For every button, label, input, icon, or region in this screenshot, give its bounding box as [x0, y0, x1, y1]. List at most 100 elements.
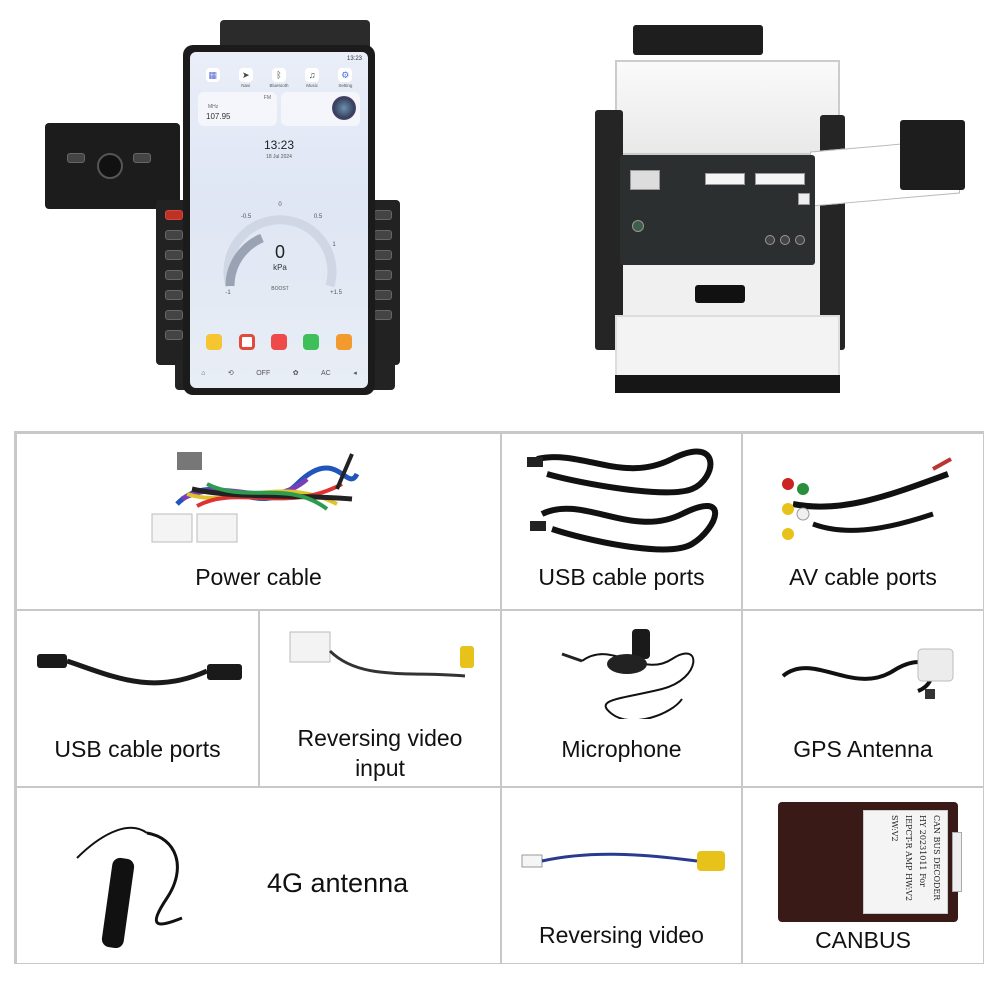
cell-gps-antenna: GPS Antenna: [742, 610, 984, 787]
side-button: [374, 310, 392, 320]
accessory-grid: Power cable USB cable ports AV cable por…: [14, 431, 984, 964]
app-bluetooth[interactable]: ᛒ Bluetooth: [266, 68, 292, 88]
boost-gauge: 0 -0.5 0.5 1 -1 +1.5 0 kPa BOOST: [223, 202, 343, 296]
4g-antenna-image: [76, 826, 183, 948]
files-icon[interactable]: [206, 334, 223, 350]
usb-cable-image: [527, 448, 719, 553]
reversing-video-image: [521, 851, 725, 871]
cable-loop: [536, 448, 714, 496]
cell-canbus: CAN BUS DECODER HY 20231011 For IEPCT-R …: [742, 787, 984, 964]
side-button: [374, 250, 392, 260]
rear-connector-panel: [620, 155, 815, 265]
mic-coil: [607, 654, 647, 674]
canbus-line: For IEPCT-R AMP: [904, 815, 927, 887]
usb-cable: [66, 658, 209, 686]
cell-usb-cable-ports-2: USB cable ports: [16, 610, 259, 787]
gps-plug: [925, 689, 935, 699]
rca-jack: [795, 235, 805, 245]
tablet-screen-bezel: 13:23 ▦ ➤ Navi ᛒ Bluetooth ♫ Music: [183, 45, 375, 395]
label-usb-cable-ports-2: USB cable ports: [54, 736, 221, 762]
volume-icon[interactable]: ◂: [353, 370, 357, 377]
harness-plug: [196, 513, 238, 543]
label-canbus: CANBUS: [815, 927, 911, 953]
ac-button[interactable]: AC: [321, 369, 331, 377]
side-button: [165, 250, 183, 260]
app-setting[interactable]: ⚙ Setting: [332, 68, 358, 88]
settings-app-icon[interactable]: [335, 334, 352, 350]
usb-plug: [527, 457, 543, 467]
radio-widget[interactable]: FM MHz 107.95: [198, 92, 277, 126]
side-button: [165, 270, 183, 280]
climate-nav-bar: ⌂ ⟲ OFF ✿ AC ◂: [190, 358, 368, 388]
side-button: [165, 330, 183, 340]
power-knob: [97, 153, 123, 179]
app-dock: [198, 334, 360, 350]
music-app-icon[interactable]: [270, 334, 287, 350]
gauge-tick: +1.5: [330, 290, 343, 296]
label-reversing-video-input-1: Reversing video: [297, 725, 463, 751]
chrome-icon[interactable]: [238, 334, 255, 350]
av-cable-image: [782, 457, 952, 540]
music-widget[interactable]: [281, 92, 360, 126]
gauge-track: [223, 215, 337, 288]
radio-unit: MHz: [208, 104, 219, 110]
label-microphone: Microphone: [561, 736, 682, 762]
harness-plug: [177, 452, 202, 470]
canbus-label-sticker: CAN BUS DECODER HY 20231011 For IEPCT-R …: [863, 810, 948, 914]
rear-chassis-top: [615, 60, 840, 155]
label-av-cable-ports: AV cable ports: [789, 564, 937, 590]
app-music[interactable]: ♫ Music: [299, 68, 325, 88]
canbus-line: HW:V2 SW:V2: [890, 815, 913, 902]
cell-usb-cable-ports: USB cable ports: [501, 433, 742, 610]
connector-port: [798, 193, 810, 205]
connector-port: [705, 173, 745, 185]
climate-off-button[interactable]: OFF: [256, 369, 271, 377]
reversing-input-image: [289, 631, 474, 678]
wire: [206, 482, 329, 511]
cable-loop: [540, 503, 719, 553]
usb-extension-image: [37, 654, 242, 686]
app-label: Navi: [241, 83, 251, 88]
cell-av-cable-ports: AV cable ports: [742, 433, 984, 610]
app-label: Setting: [338, 83, 353, 88]
label-gps-antenna: GPS Antenna: [793, 736, 933, 762]
canbus-line: CAN BUS DECODER: [932, 815, 941, 901]
rear-top-bracket: [633, 25, 763, 55]
side-button: [165, 290, 183, 300]
phone-icon[interactable]: [303, 334, 320, 350]
app-apps[interactable]: ▦: [200, 68, 226, 88]
mic-jack: [561, 652, 583, 663]
rca-yellow: [782, 503, 794, 515]
radio-band: FM: [263, 95, 271, 101]
side-button: [374, 230, 392, 240]
gauge-arc: [225, 233, 264, 287]
label-reversing-video: Reversing video: [539, 922, 704, 948]
canbus-box: CAN BUS DECODER HY 20231011 For IEPCT-R …: [778, 802, 962, 922]
cell-4g-antenna: 4G antenna: [16, 787, 501, 964]
gauge-label: BOOST: [271, 286, 289, 292]
gauge-tick: 0.5: [314, 214, 323, 220]
label-power-cable: Power cable: [195, 564, 322, 590]
side-module-bracket: [900, 120, 965, 190]
video-connector: [521, 854, 543, 868]
back-icon[interactable]: ⟲: [227, 370, 234, 377]
usb-plug: [37, 654, 67, 668]
app-navi[interactable]: ➤ Navi: [233, 68, 259, 88]
front-unit-photo: 13:23 ▦ ➤ Navi ᛒ Bluetooth ♫ Music: [40, 20, 420, 395]
side-button: [165, 230, 183, 240]
antenna-wire: [146, 831, 183, 926]
connector-block: [289, 631, 331, 663]
video-wire: [328, 649, 466, 678]
wire: [191, 486, 353, 502]
fan-icon[interactable]: ✿: [292, 370, 299, 377]
side-button: [374, 270, 392, 280]
home-icon[interactable]: ⌂: [201, 369, 206, 377]
rca-white: [796, 507, 810, 521]
status-bar: 13:23: [190, 52, 368, 66]
navigation-arrow-icon: ➤: [238, 68, 253, 82]
gauge-tick: 0: [278, 202, 282, 208]
hazard-button: [165, 210, 183, 220]
apps-grid-icon: ▦: [205, 68, 220, 82]
album-art: [332, 96, 356, 120]
connector-port: [755, 173, 805, 185]
